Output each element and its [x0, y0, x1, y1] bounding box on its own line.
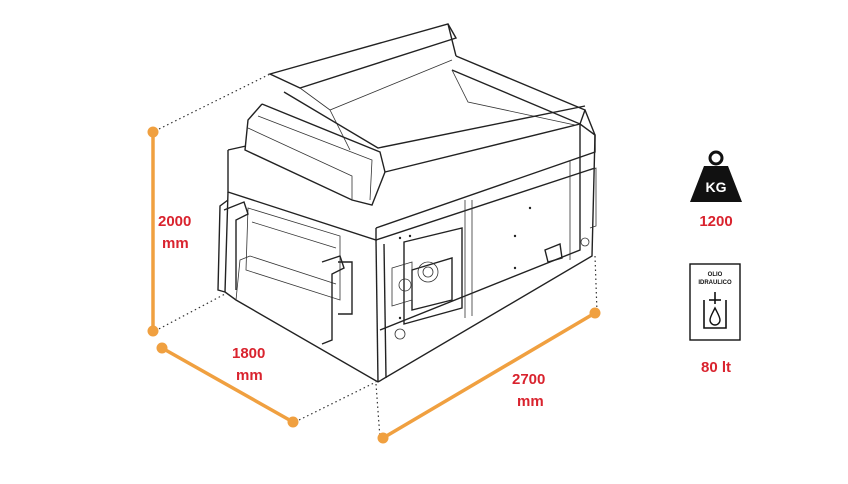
dimension-endpoint — [287, 416, 299, 428]
weight-value: 1200 — [699, 213, 732, 230]
height-value: 2000 — [158, 213, 191, 230]
oil-value: 80 lt — [701, 359, 731, 376]
dimension-endpoint — [377, 432, 389, 444]
dimension-endpoint — [147, 325, 159, 337]
dimension-length-line — [377, 307, 601, 444]
oil-spec: OLIO IDRAULICO 80 lt — [689, 263, 741, 376]
dimension-endpoint — [156, 342, 168, 354]
oil-icon-label-line1: OLIO — [708, 272, 723, 278]
depth-value: 1800 — [232, 345, 265, 362]
dimension-height-line — [147, 126, 159, 337]
dimension-endpoint — [589, 307, 601, 319]
height-unit: mm — [162, 235, 189, 252]
depth-unit: mm — [236, 367, 263, 384]
kg-weight-icon: KG — [690, 150, 742, 202]
machine-drawing — [217, 23, 597, 383]
dimension-endpoint — [147, 126, 159, 138]
length-value: 2700 — [512, 371, 545, 388]
weight-spec: KG 1200 — [690, 150, 742, 230]
oil-icon-label-line2: IDRAULICO — [698, 280, 732, 286]
dimension-depth-line — [156, 342, 299, 428]
hydraulic-oil-icon: OLIO IDRAULICO — [689, 263, 741, 341]
length-unit: mm — [517, 393, 544, 410]
weight-icon-label: KG — [706, 179, 727, 195]
extension-lines — [154, 73, 598, 439]
